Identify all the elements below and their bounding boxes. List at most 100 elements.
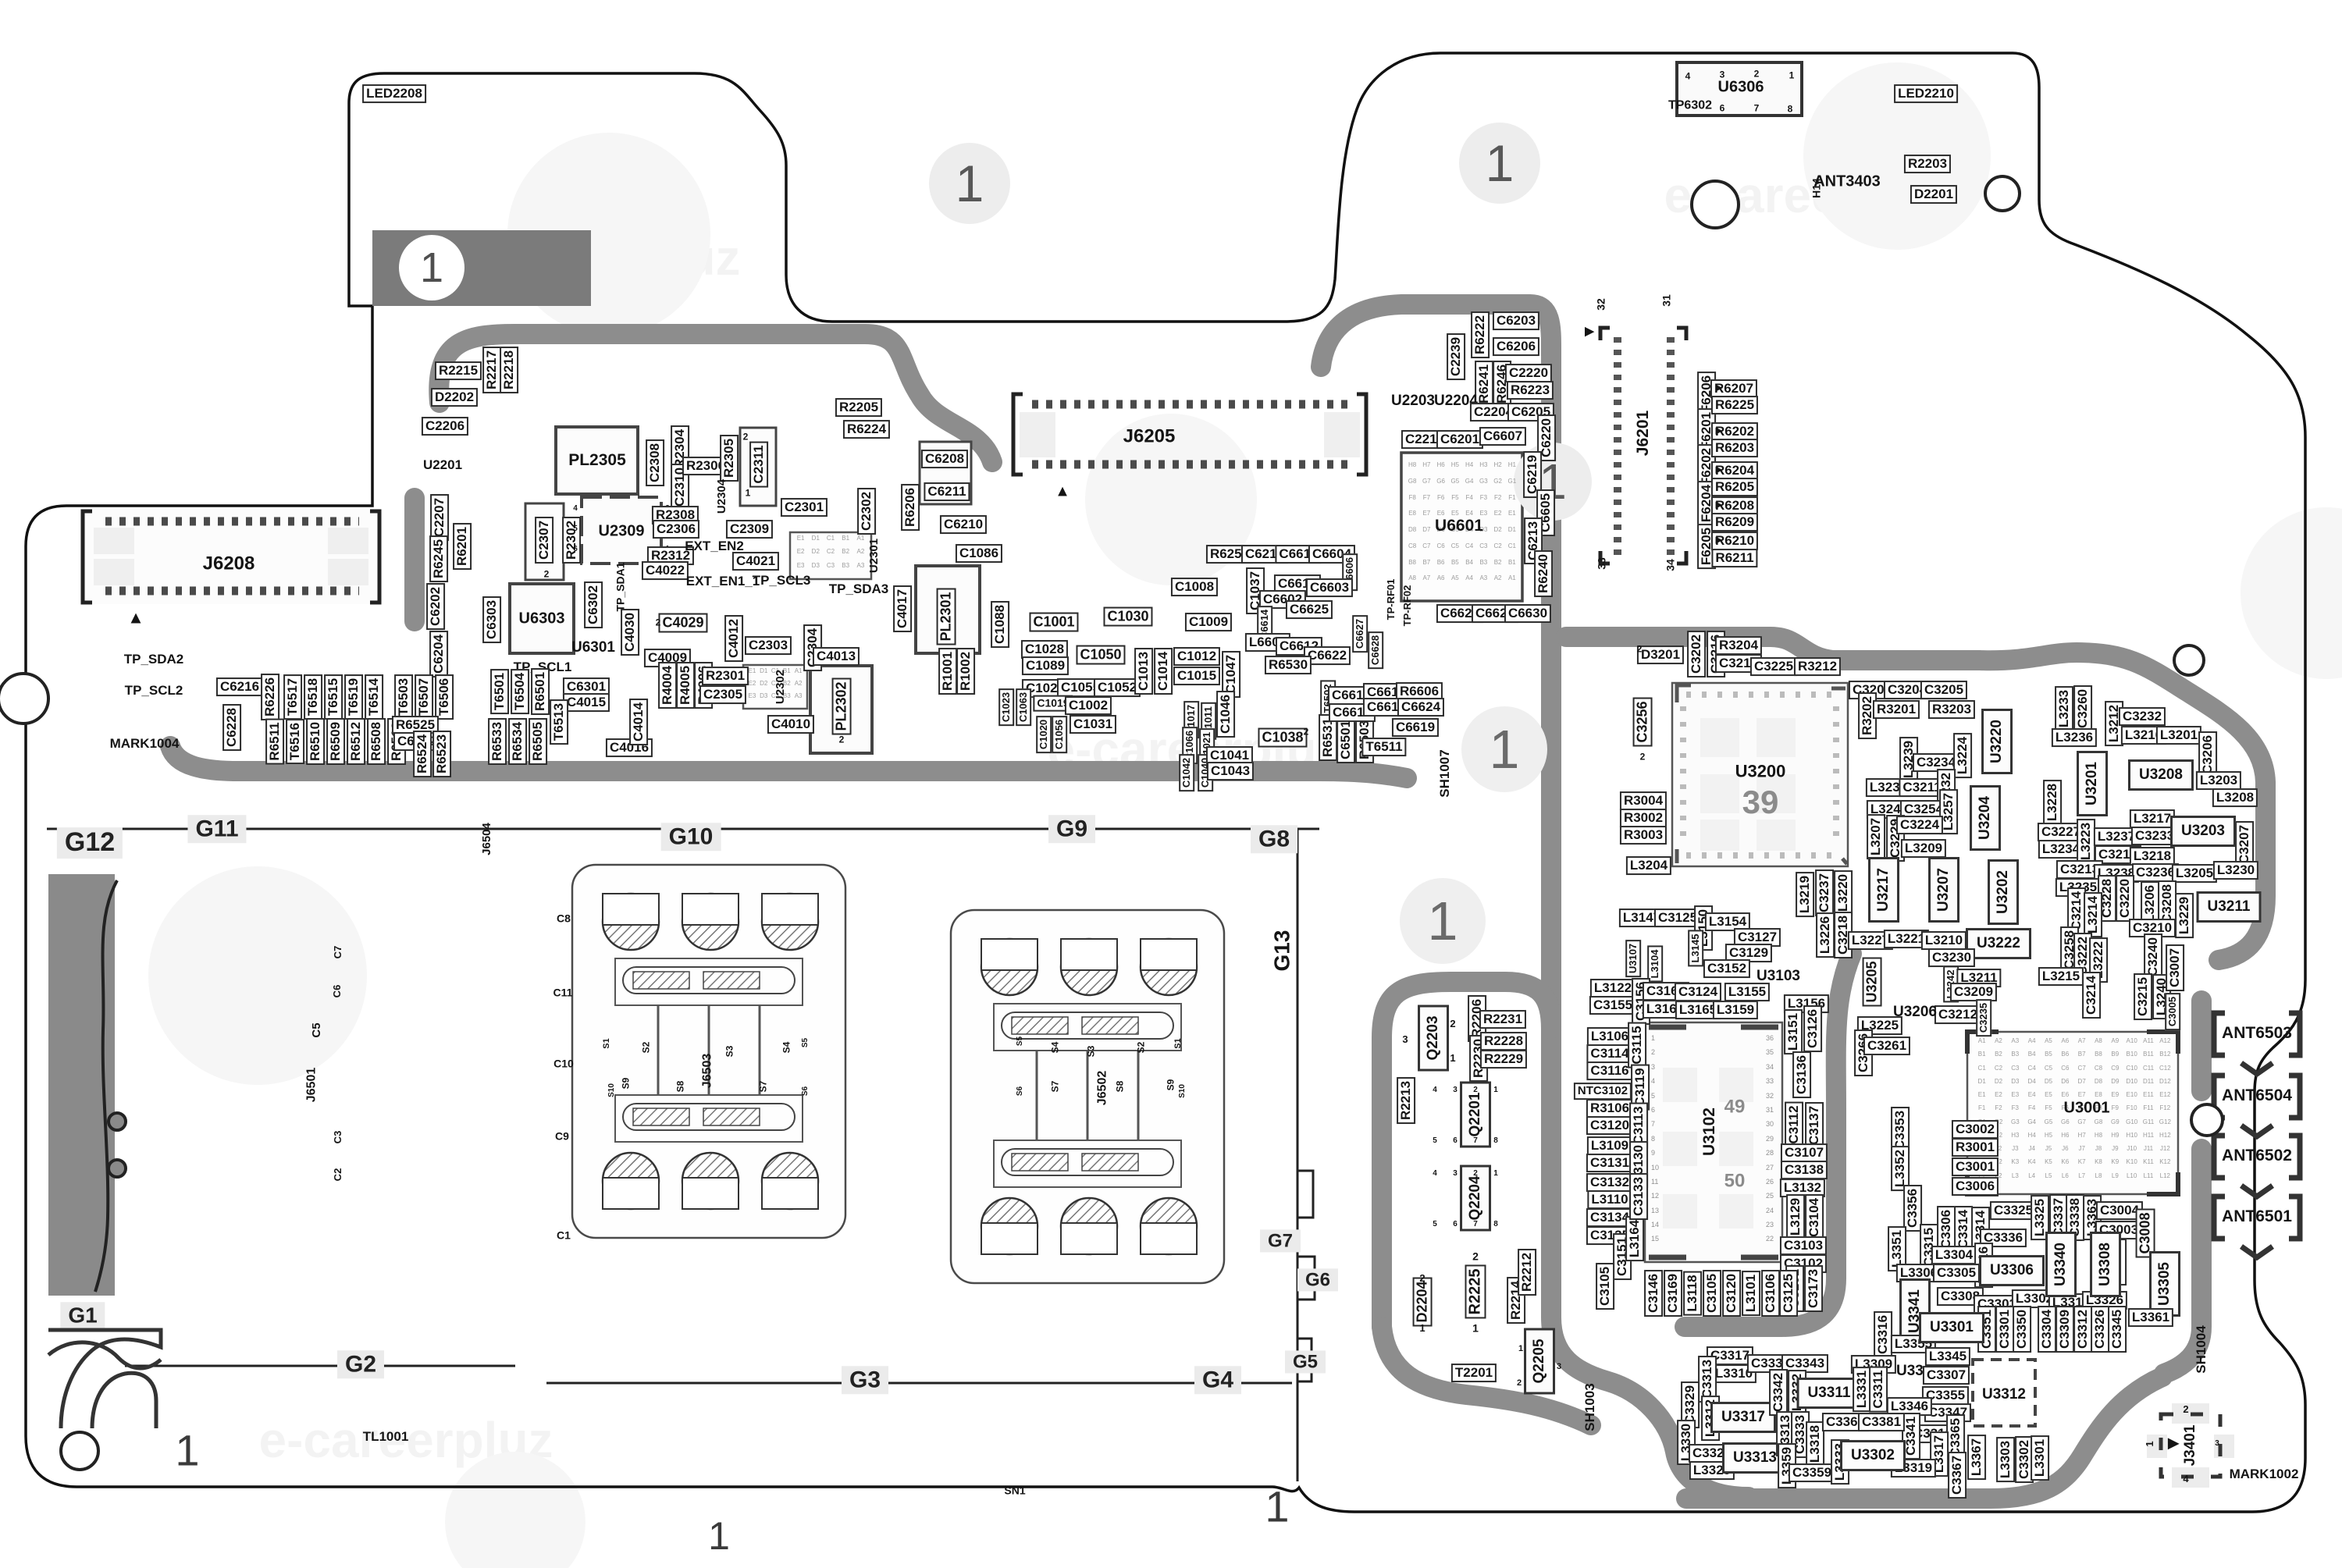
component-label: T6513 xyxy=(550,699,568,745)
component-label: G4 xyxy=(1194,1366,1242,1394)
component-label: L3215 xyxy=(2038,967,2084,986)
component-label: C3308 xyxy=(1936,1287,1984,1306)
component-label: C4013 xyxy=(812,647,860,666)
component-label: S8 xyxy=(1114,1080,1126,1093)
component-label: R6240 xyxy=(1534,549,1553,598)
component-label: L3154 xyxy=(1704,912,1751,931)
component-label: C6624 xyxy=(1397,698,1445,716)
component-label: J6503 xyxy=(700,1053,714,1089)
component-label: C3126 xyxy=(1803,1004,1822,1053)
component-label: R6530 xyxy=(1264,656,1312,674)
component-label: J6208 xyxy=(202,553,255,574)
component-label: C1063 xyxy=(1016,688,1031,727)
component-label: ▶ xyxy=(1715,383,1723,393)
component-label: R6208 xyxy=(1710,496,1759,515)
component-label: ANT3403 xyxy=(1813,172,1881,190)
component-label: J6501 xyxy=(304,1067,319,1103)
component-label: R6224 xyxy=(842,420,891,439)
component-label: R2305 xyxy=(720,434,739,482)
component-label: R2229 xyxy=(1479,1050,1528,1068)
component-label: S1 xyxy=(602,1038,612,1049)
component-label: S3 xyxy=(724,1045,735,1058)
component-label: L3229 xyxy=(2175,892,2194,939)
component-label: J3401 xyxy=(2182,1424,2199,1467)
component-label: T6501 xyxy=(490,668,509,715)
component-label: C1014 xyxy=(1154,647,1173,695)
component-label: 8 xyxy=(1493,1219,1498,1228)
component-label: C3107 xyxy=(1780,1143,1828,1162)
component-label: C6208 xyxy=(920,450,969,468)
component-label: MARK1004 xyxy=(109,736,180,752)
component-label: C3234 xyxy=(1912,753,1960,772)
component-label: C1015 xyxy=(1173,667,1221,685)
component-label: C3116 xyxy=(1586,1061,1633,1080)
component-label: C3235 xyxy=(1976,998,1991,1037)
component-label: L3109 xyxy=(1586,1136,1633,1155)
component-label: S5 xyxy=(1015,1036,1024,1047)
component-label: R6206 xyxy=(901,483,920,532)
component-label: C3317 xyxy=(1706,1346,1754,1365)
component-label: C6 xyxy=(331,984,343,998)
component-label: R6534 xyxy=(508,717,527,766)
component-label: U3001 xyxy=(2063,1099,2110,1117)
component-label: 1 xyxy=(1493,1168,1498,1178)
component-label: C3146 xyxy=(1644,1269,1663,1317)
component-label: C6622 xyxy=(1303,646,1351,665)
component-label: R6204 xyxy=(1710,461,1759,480)
component-label: C1012 xyxy=(1173,647,1221,666)
component-label: C3326 xyxy=(2091,1305,2109,1353)
component-label: Q2205 xyxy=(1524,1328,1555,1395)
component-label: C6625 xyxy=(1285,600,1333,619)
component-label: 3 xyxy=(1719,69,1725,80)
component-label: C3001 xyxy=(1951,1157,1999,1176)
component-label: S5 xyxy=(800,1037,810,1048)
component-label: ▶ xyxy=(1715,535,1723,546)
component-label: L3236 xyxy=(2051,728,2098,747)
component-label: U3220 xyxy=(1981,709,2013,774)
component-label: L3155 xyxy=(1724,983,1771,1001)
component-label: S6 xyxy=(800,1086,810,1097)
component-label: U3302 xyxy=(1840,1440,1906,1471)
component-label: R3003 xyxy=(1619,826,1668,844)
component-label: L3145 xyxy=(1688,930,1703,967)
component-label: R6501 xyxy=(531,667,550,716)
component-label: U3200 xyxy=(1735,761,1786,781)
component-label: C6301 xyxy=(562,677,610,696)
component-label: C2239 xyxy=(1447,332,1465,381)
component-label: C1041 xyxy=(1205,746,1254,765)
component-label: Q2203 xyxy=(1418,1004,1449,1072)
component-label: TP_SCL2 xyxy=(124,683,183,699)
component-label: R2228 xyxy=(1479,1032,1528,1051)
component-label: S10 xyxy=(607,1083,616,1097)
component-label: C2207 xyxy=(430,493,449,542)
component-label: TP_SCL3 xyxy=(752,573,811,588)
component-label: C3155 xyxy=(1589,996,1637,1015)
component-label: 6 xyxy=(573,544,578,553)
component-label: R3004 xyxy=(1619,791,1668,810)
component-label: C3213 xyxy=(2055,860,2104,879)
component-label: C3133 xyxy=(1629,1172,1648,1221)
component-label: C3307 xyxy=(1922,1366,1970,1385)
component-label: 1 xyxy=(1493,1085,1498,1094)
component-label: G13 xyxy=(1269,930,1294,972)
component-label: S4 xyxy=(1049,1041,1061,1054)
component-label: C3005 xyxy=(2165,992,2180,1031)
component-label: R2205 xyxy=(835,398,883,417)
component-label: C6607 xyxy=(1479,427,1527,446)
component-label: S9 xyxy=(620,1077,632,1090)
component-label: C3256 xyxy=(1632,697,1653,747)
component-label: L3219 xyxy=(1796,871,1814,918)
component-label: C3120 xyxy=(1722,1269,1741,1317)
component-label: 6 xyxy=(1453,1219,1458,1228)
component-label: TP6302 xyxy=(1668,98,1713,112)
component-label: R2215 xyxy=(434,361,482,380)
component-label: R3201 xyxy=(1872,700,1920,719)
component-label: ANT6502 xyxy=(2222,1146,2292,1164)
component-label: C6303 xyxy=(482,596,501,644)
component-label: R6211 xyxy=(1711,549,1758,567)
component-label: R6201 xyxy=(453,522,472,571)
component-label: T6519 xyxy=(344,674,363,720)
component-label: R6533 xyxy=(488,717,507,766)
component-label: C1055 xyxy=(1056,678,1105,697)
